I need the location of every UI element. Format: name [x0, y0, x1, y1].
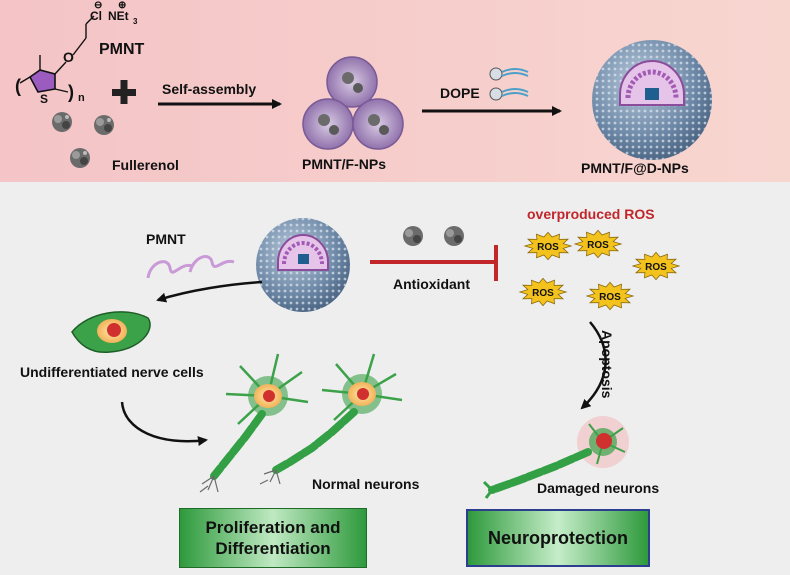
overproduced-ros-label: overproduced ROS [527, 206, 655, 222]
undifferentiated-label: Undifferentiated nerve cells [20, 364, 204, 380]
ros-label: ROS [532, 288, 554, 299]
apoptosis-label: Apoptosis [599, 330, 615, 399]
damaged-neuron-icon [482, 416, 629, 499]
repeat-n-label: n [78, 92, 85, 104]
repeat-bracket-right: ) [68, 82, 74, 102]
damaged-neurons-label: Damaged neurons [537, 480, 659, 496]
pmnt-chain-icons [146, 255, 235, 279]
fullerenol-icons [52, 112, 114, 168]
pmnt-label-top: PMNT [99, 41, 145, 58]
ros-star: ROS [518, 277, 568, 307]
self-assembly-label: Self-assembly [162, 81, 256, 97]
dope-label: DOPE [440, 85, 480, 101]
apoptosis-arrow [580, 321, 607, 410]
bottom-panel-background [0, 182, 790, 575]
pmnt-fd-nps-label: PMNT/F@D-NPs [581, 160, 689, 176]
normal-neuron-icons [199, 353, 403, 493]
release-arrow [156, 280, 263, 303]
ros-star: ROS [573, 229, 623, 259]
ros-label: ROS [645, 262, 667, 273]
ros-star: ROS [631, 251, 681, 281]
repeat-bracket-left: ( [15, 76, 21, 96]
ros-star: ROS [523, 231, 573, 261]
sulfur-label: S [40, 92, 48, 106]
pmnt-fd-nanoparticle-top [592, 40, 712, 160]
chloride-label: Cl [90, 9, 102, 23]
pmnt-structure: ( ) [15, 15, 95, 102]
inhibition-bar [370, 245, 498, 281]
ros-stars: ROS ROS ROS ROS ROS [518, 229, 681, 311]
ros-label: ROS [537, 242, 559, 253]
ros-label: ROS [599, 292, 621, 303]
amine-label: NEt [108, 9, 129, 23]
dope-lipid-icons [489, 67, 529, 101]
antioxidant-fullerenol-icons [403, 226, 464, 246]
antioxidant-label: Antioxidant [393, 276, 470, 292]
minus-sign: ⊖ [94, 0, 102, 11]
pmnt-f-nps-label: PMNT/F-NPs [302, 156, 386, 172]
normal-neurons-label: Normal neurons [312, 476, 420, 492]
neuroprotection-box: Neuroprotection [466, 509, 650, 567]
differentiation-arrow [120, 401, 208, 446]
proliferation-differentiation-box: Proliferation and Differentiation [179, 508, 367, 568]
amine-subscript: 3 [133, 17, 138, 26]
pmnt-fd-nanoparticle-center [256, 218, 350, 312]
oxygen-atom: O [63, 49, 74, 65]
undifferentiated-cell-icon [71, 311, 151, 354]
pmnt-label-bottom: PMNT [146, 231, 186, 247]
pmnt-f-nanoparticles [302, 56, 404, 150]
ros-label: ROS [587, 240, 609, 251]
plus-icon [112, 80, 136, 104]
ros-star: ROS [585, 281, 635, 311]
plus-sign: ⊕ [118, 0, 126, 11]
fullerenol-label: Fullerenol [112, 157, 179, 173]
